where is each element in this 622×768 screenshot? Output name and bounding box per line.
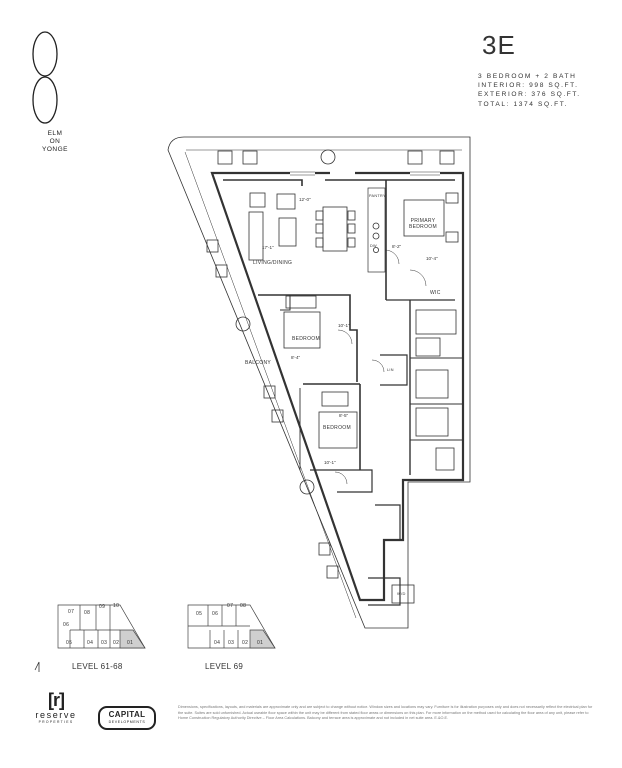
key-unit: 06 bbox=[212, 611, 219, 617]
reserve-logo-mark: [r] bbox=[48, 690, 65, 710]
key-unit: 04 bbox=[214, 640, 221, 646]
dim-primary-length: 8'-2" bbox=[392, 244, 402, 249]
key-unit: 03 bbox=[228, 640, 235, 646]
room-bedroom-2: BEDROOM bbox=[292, 336, 320, 342]
key-unit: 07 bbox=[68, 609, 75, 615]
unit-specs: 3 BEDROOM + 2 BATH INTERIOR: 998 SQ.FT. … bbox=[478, 72, 581, 109]
exterior-wall bbox=[210, 171, 465, 602]
unit-name: 3E bbox=[482, 30, 516, 60]
key-unit: 10 bbox=[113, 603, 120, 609]
room-linen: LIN bbox=[387, 368, 394, 372]
room-dw: DW bbox=[370, 244, 377, 248]
spec-bedrooms: 3 BEDROOM + 2 BATH bbox=[478, 73, 577, 80]
dim-bedroom2-width: 10'-1" bbox=[338, 323, 350, 328]
reserve-logo: [r] reserve PROPERTIES bbox=[33, 690, 79, 724]
figure-eight-logo-icon bbox=[32, 31, 58, 124]
reserve-logo-sub: PROPERTIES bbox=[38, 720, 74, 724]
room-living-dining: LIVING/DINING bbox=[253, 260, 293, 266]
dim-bedroom2-length: 8'-4" bbox=[291, 355, 301, 360]
dim-primary-width: 10'-4" bbox=[426, 256, 438, 261]
room-pantry: PANTRY bbox=[369, 194, 386, 198]
north-arrow-icon bbox=[34, 661, 40, 672]
key-plan-label-right: LEVEL 69 bbox=[205, 662, 244, 671]
room-primary-line: PRIMARY bbox=[410, 218, 436, 224]
brand-name: ELM ON YONGE bbox=[40, 130, 70, 154]
brand-line: ON bbox=[49, 138, 61, 145]
room-primary-line: BEDROOM bbox=[409, 224, 437, 230]
capital-logo-name: CAPITAL bbox=[108, 710, 146, 719]
key-unit: 08 bbox=[84, 610, 91, 616]
key-unit: 08 bbox=[240, 603, 247, 609]
dim-bedroom3-width: 8'-5" bbox=[339, 413, 349, 418]
dim-living-length: 17'-1" bbox=[262, 245, 274, 250]
key-unit: 03 bbox=[101, 640, 108, 646]
reserve-logo-name: reserve bbox=[35, 710, 77, 720]
room-washer-dryer: W/D bbox=[397, 591, 406, 596]
room-balcony: BALCONY bbox=[245, 360, 271, 366]
balcony-outline bbox=[167, 136, 471, 629]
spec-total: TOTAL: 1374 SQ.FT. bbox=[478, 100, 569, 108]
key-plan-label-left: LEVEL 61-68 bbox=[72, 662, 123, 671]
brand-line: ELM bbox=[47, 130, 63, 137]
key-unit: 05 bbox=[196, 611, 203, 617]
key-unit: 05 bbox=[66, 640, 73, 646]
room-primary-bedroom: PRIMARY BEDROOM bbox=[409, 218, 437, 230]
dim-bedroom3-length: 10'-1" bbox=[324, 460, 336, 465]
key-unit: 06 bbox=[63, 622, 70, 628]
key-unit: 02 bbox=[113, 640, 120, 646]
room-bedroom-3: BEDROOM bbox=[323, 425, 351, 431]
brand-line: YONGE bbox=[42, 146, 68, 153]
capital-logo: CAPITAL DEVELOPMENTS bbox=[98, 706, 156, 730]
capital-logo-sub: DEVELOPMENTS bbox=[108, 720, 146, 724]
key-unit: 01 bbox=[127, 640, 134, 646]
room-wic: WIC bbox=[430, 290, 441, 296]
key-unit: 09 bbox=[99, 604, 106, 610]
key-unit: 07 bbox=[227, 603, 234, 609]
disclaimer-text: Dimensions, specifications, layouts, and… bbox=[178, 705, 593, 721]
dim-living-width: 12'-0" bbox=[299, 197, 311, 202]
key-unit: 02 bbox=[242, 640, 249, 646]
key-unit: 04 bbox=[87, 640, 94, 646]
spec-interior: INTERIOR: 998 SQ.FT. bbox=[478, 82, 579, 90]
spec-exterior: EXTERIOR: 376 SQ.FT. bbox=[478, 91, 581, 99]
key-unit: 01 bbox=[257, 640, 264, 646]
